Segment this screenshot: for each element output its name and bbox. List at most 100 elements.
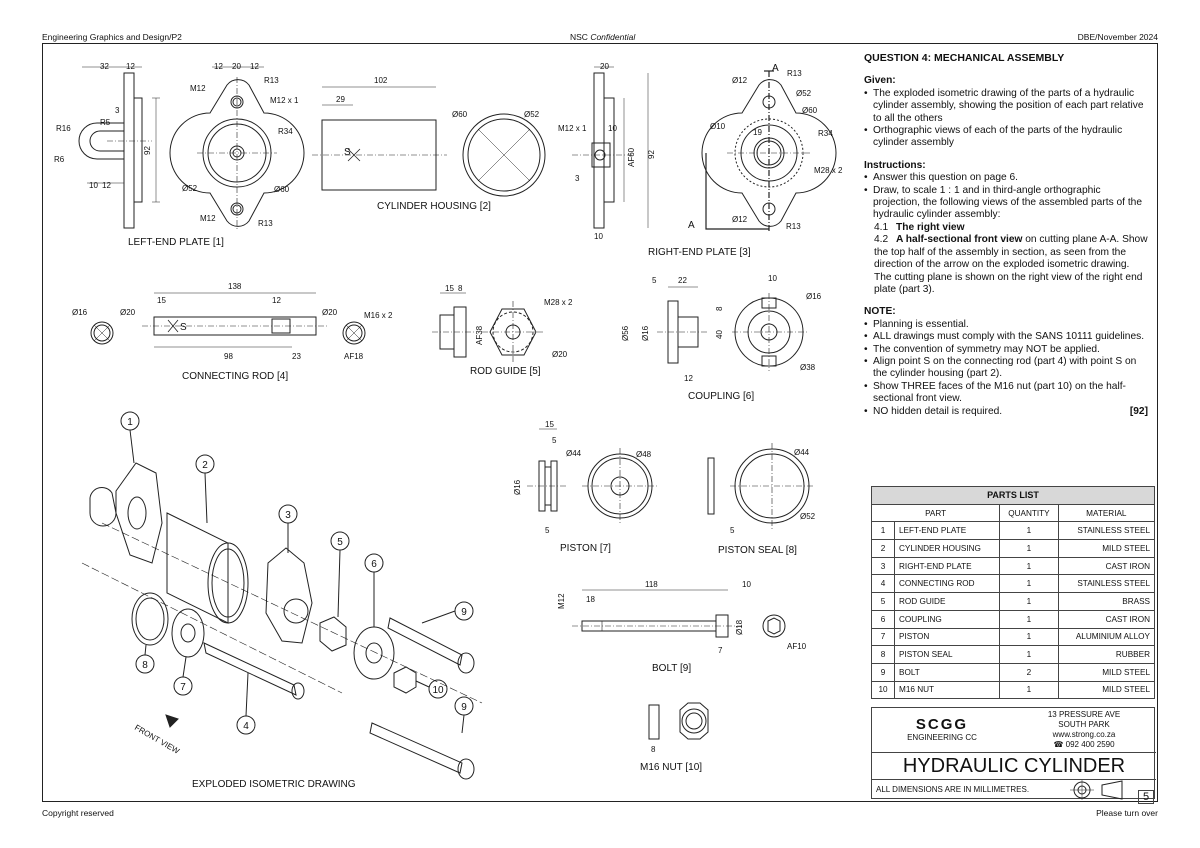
header-right: DBE/November 2024 (1077, 32, 1158, 42)
dim: 5 (652, 276, 657, 285)
given-item: The exploded isometric drawing of the pa… (864, 88, 1148, 125)
address-line: 13 PRESSURE AVE (1047, 710, 1121, 719)
label-coupling: COUPLING [6] (688, 391, 754, 402)
col-header-quantity: QUANTITY (999, 503, 1059, 523)
note-item: The convention of symmetry may NOT be ap… (864, 344, 1148, 357)
part-name: RIGHT-END PLATE (893, 556, 1001, 576)
part-quantity: 1 (999, 556, 1059, 576)
dim: AF18 (344, 352, 364, 361)
part-quantity: 1 (999, 592, 1059, 611)
balloon: 9 (461, 607, 467, 618)
given-heading: Given: (864, 75, 896, 87)
dim: Ø16 (641, 325, 650, 341)
bolt-dims: 118 10 M12 18 Ø18 7 AF10 (557, 580, 807, 655)
part-number: 5 (871, 592, 895, 611)
right-end-plate-front-dims: A A Ø12 R13 Ø52 Ø60 Ø10 19 R34 M28 x 2 Ø… (688, 63, 843, 231)
dim: 3 (575, 174, 580, 183)
dim: Ø52 (524, 110, 540, 119)
m16-nut-views (648, 702, 709, 740)
dim: Ø20 (552, 350, 568, 359)
dim: S (344, 147, 351, 158)
part-quantity: 1 (999, 521, 1059, 541)
dim: 12 (214, 62, 223, 71)
units-note: ALL DIMENSIONS ARE IN MILLIMETRES. (876, 785, 1030, 794)
label-front-view: FRONT VIEW (133, 723, 181, 756)
part-name: ROD GUIDE (893, 592, 1001, 611)
dim: Ø16 (806, 292, 822, 301)
part-material: ALUMINIUM ALLOY (1057, 627, 1156, 647)
dim: Ø20 (322, 308, 338, 317)
header-left: Engineering Graphics and Design/P2 (42, 32, 182, 42)
dim: Ø48 (636, 450, 652, 459)
dim: 29 (336, 95, 345, 104)
dim: Ø18 (735, 619, 744, 635)
dim: 5 (545, 526, 550, 535)
dim: Ø38 (800, 363, 816, 372)
dim: 20 (232, 62, 241, 71)
dim: Ø60 (452, 110, 468, 119)
part-name: PISTON (893, 627, 1001, 647)
dim: R34 (818, 129, 833, 138)
piston-seal-views (707, 443, 814, 529)
balloon: 8 (142, 660, 148, 671)
dim: 32 (100, 62, 109, 71)
dim: 118 (645, 580, 658, 589)
dim: 8 (715, 306, 724, 311)
note-item: NO hidden detail is required. (864, 406, 1148, 419)
dim: R13 (258, 219, 273, 228)
part-name: CONNECTING ROD (893, 574, 1001, 594)
part-number: 7 (871, 627, 895, 647)
dim: Ø60 (802, 106, 818, 115)
dim: Ø20 (120, 308, 136, 317)
dim: 12 (684, 374, 693, 383)
dim: 5 (730, 526, 735, 535)
dim: 3 (115, 106, 120, 115)
dim: 8 (458, 284, 463, 293)
dim: Ø44 (566, 449, 582, 458)
instruction-item: Draw, to scale 1 : 1 and in third-angle … (864, 185, 1148, 222)
dim: 23 (292, 352, 301, 361)
page-number: 5 (1138, 790, 1154, 804)
part-name: BOLT (893, 662, 1001, 682)
note-item: Show THREE faces of the M16 nut (part 10… (864, 381, 1148, 406)
sub-title: A half-sectional front view (896, 234, 1023, 246)
balloon: 5 (337, 537, 343, 548)
third-angle-projection-icon (1070, 780, 1123, 800)
coupling-views (657, 286, 807, 371)
dim: M16 x 2 (364, 311, 393, 320)
left-end-plate-side-view (78, 66, 160, 229)
question-panel: QUESTION 4: MECHANICAL ASSEMBLY Given: T… (864, 52, 1148, 418)
dim: 8 (651, 745, 656, 754)
dim: Ø10 (710, 122, 726, 131)
part-quantity: 1 (999, 539, 1059, 558)
right-end-plate-front-view (701, 70, 837, 233)
connecting-rod-views (90, 292, 366, 348)
dim: 40 (715, 330, 724, 339)
note-list: Planning is essential. ALL drawings must… (864, 319, 1148, 419)
label-exploded: EXPLODED ISOMETRIC DRAWING (192, 779, 356, 790)
part-quantity: 1 (999, 680, 1059, 700)
part-name: CYLINDER HOUSING (893, 539, 1001, 558)
sub-num: 4.2 (874, 234, 889, 246)
part-quantity: 1 (999, 627, 1059, 647)
dim: 15 (157, 296, 166, 305)
right-end-plate-side-dims: 20 M12 x 1 10 3 AF60 92 10 (558, 62, 656, 241)
label-right-end-plate: RIGHT-END PLATE [3] (648, 247, 751, 258)
sub-title: The right view (896, 221, 965, 233)
address-line: www.strong.co.za (1052, 730, 1116, 739)
dim: 102 (374, 76, 388, 85)
part-name: M16 NUT (893, 680, 1001, 700)
dim: 15 (445, 284, 454, 293)
dim: 10 (768, 274, 777, 283)
part-material: CAST IRON (1057, 556, 1156, 576)
dim: R16 (56, 124, 71, 133)
dim: 92 (143, 146, 152, 155)
